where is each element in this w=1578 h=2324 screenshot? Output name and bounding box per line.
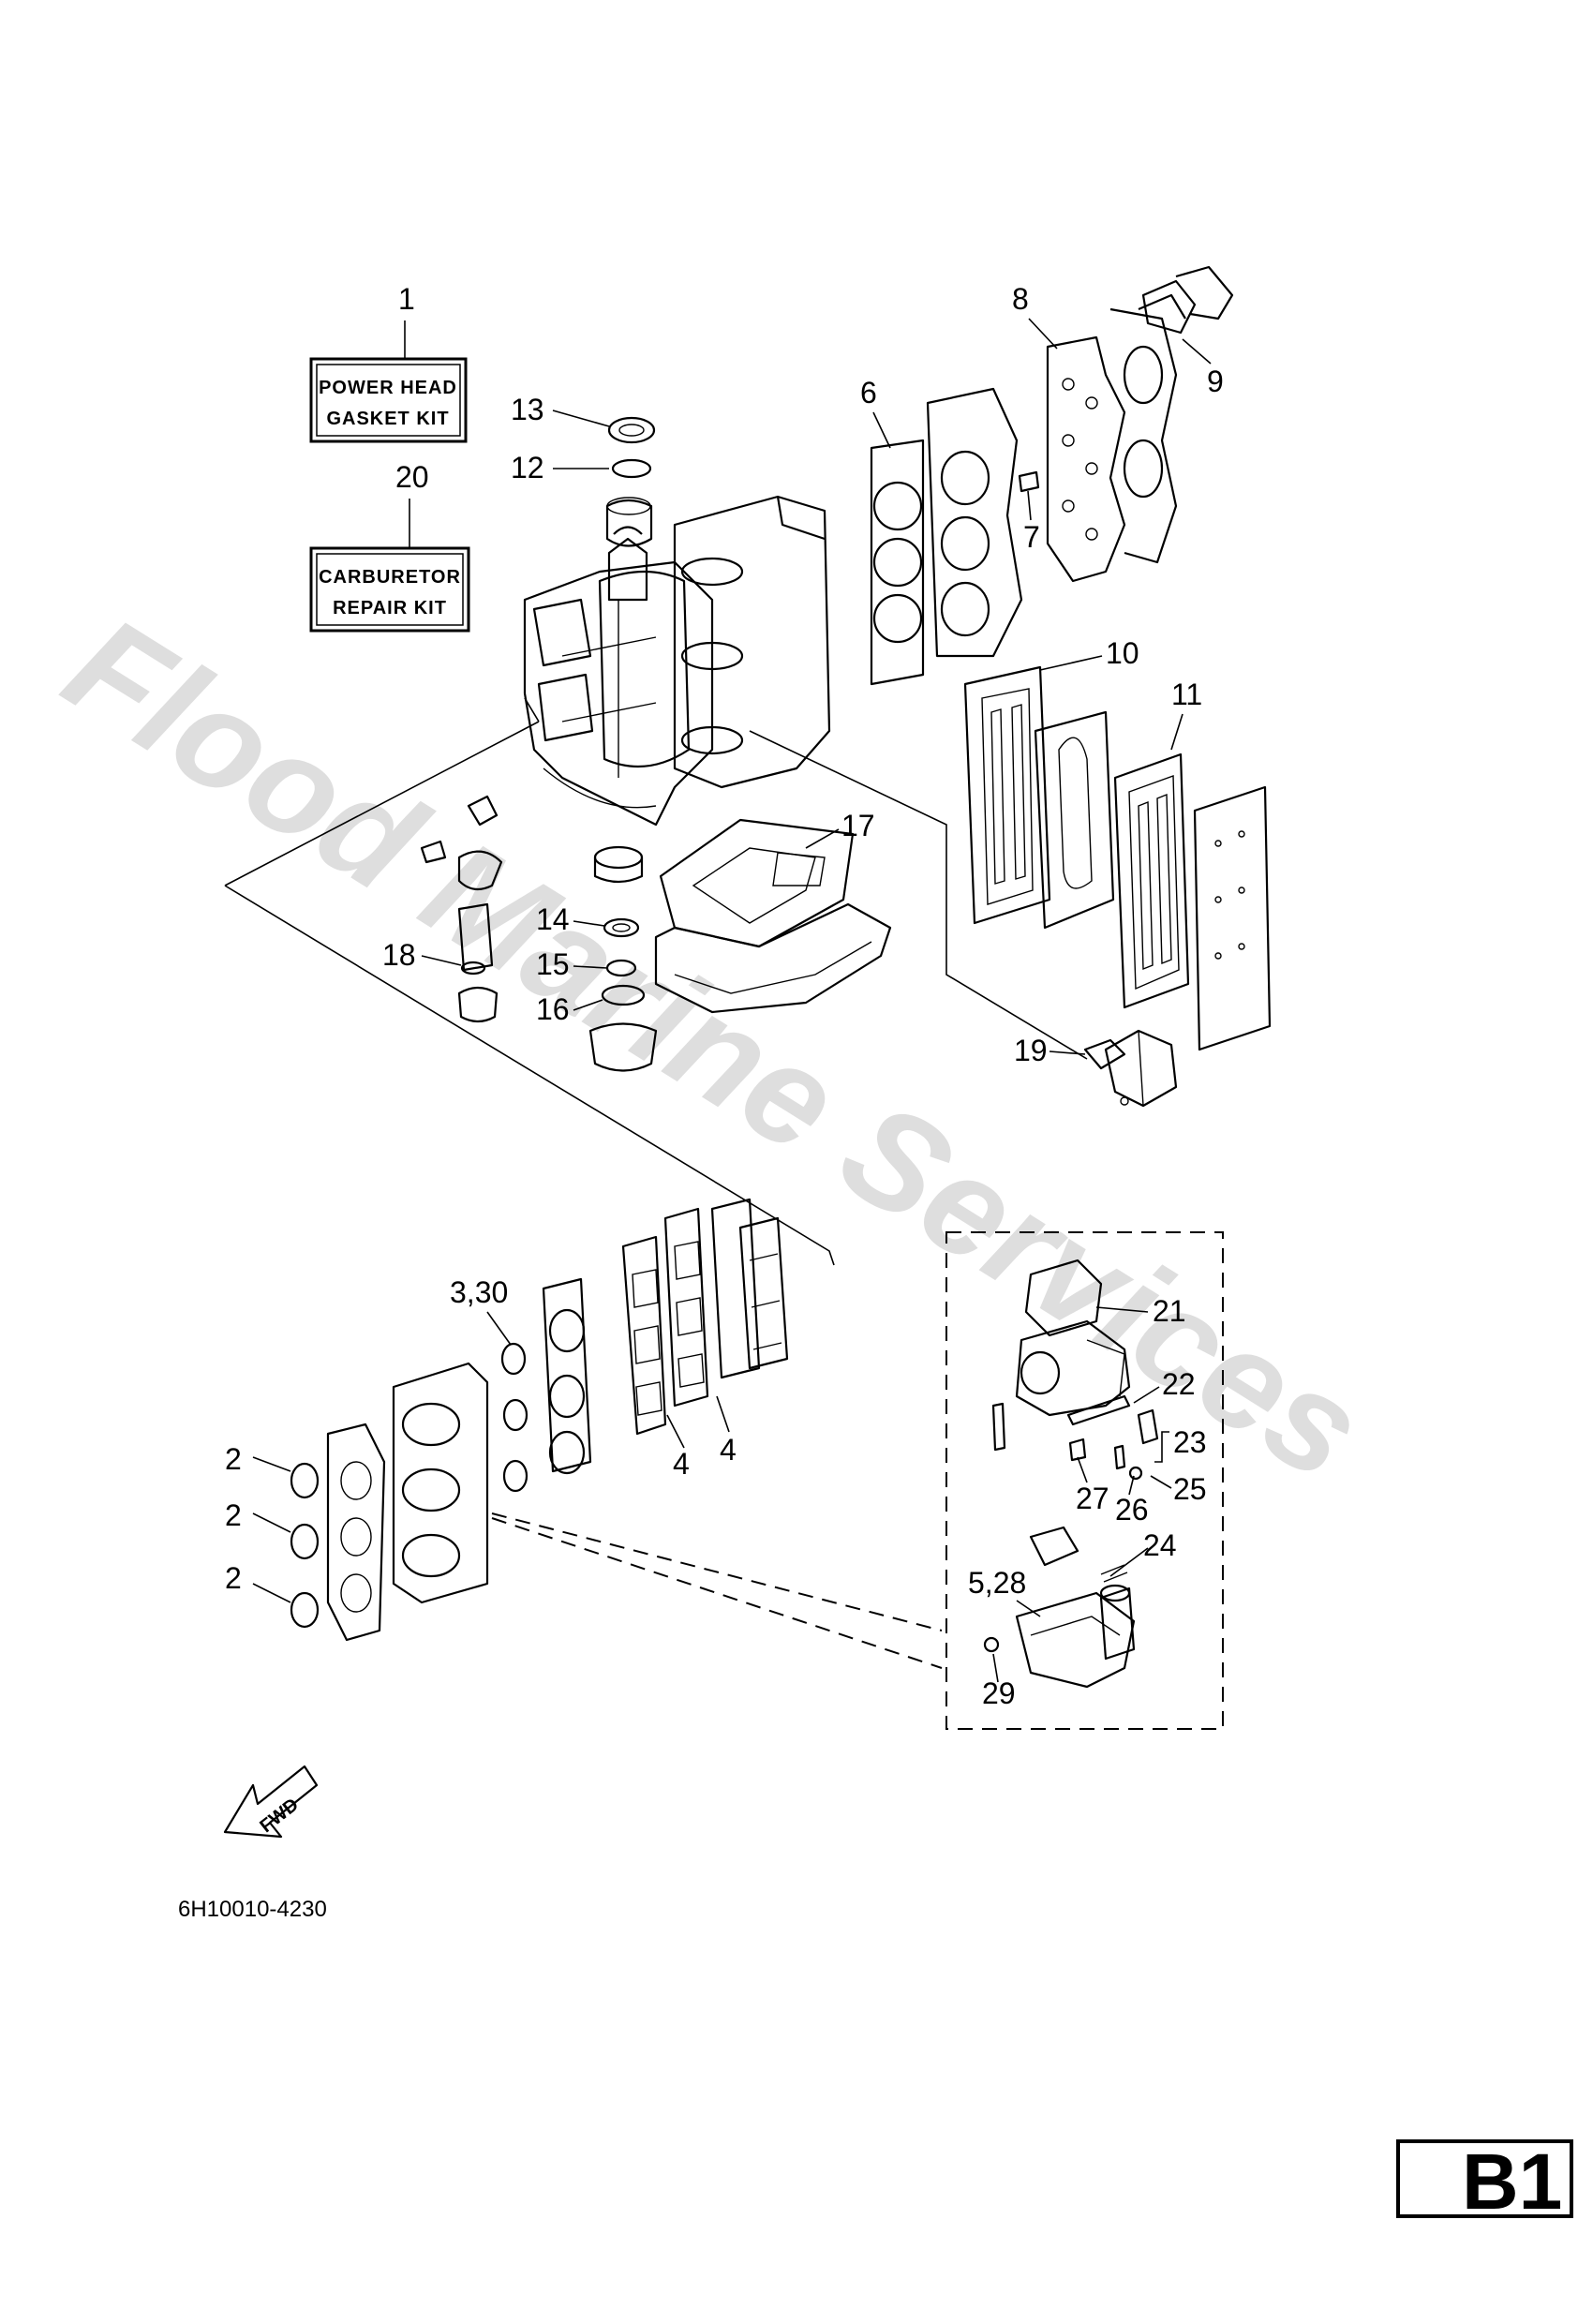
callout-12: 12 (511, 451, 544, 484)
callout-7: 7 (1023, 520, 1040, 554)
callout-23: 23 (1173, 1425, 1207, 1459)
callout-22: 22 (1162, 1367, 1196, 1401)
base-gasket-17: 17 (654, 809, 892, 1014)
kit-1-line2: GASKET KIT (326, 409, 449, 429)
callout-13: 13 (511, 393, 544, 426)
callout-17: 17 (841, 809, 875, 842)
exhaust-cover-parts: 10 11 (963, 636, 1272, 1051)
callout-11: 11 (1171, 678, 1202, 711)
callout-2c: 2 (225, 1561, 242, 1595)
callout-2b: 2 (225, 1498, 242, 1532)
callout-2a: 2 (225, 1442, 242, 1476)
forward-arrow-icon: FWD (223, 1765, 319, 1839)
intake-manifold-parts: 3,30 4 4 2 2 2 (225, 1198, 789, 1642)
callout-1: 1 (398, 282, 415, 316)
callout-9: 9 (1207, 365, 1224, 398)
callout-6: 6 (860, 376, 877, 410)
cylinder-block-illustration (523, 495, 831, 827)
cylinder-head-parts: 6 7 8 9 (860, 265, 1234, 686)
kit-power-head-gasket: 1 POWER HEAD GASKET KIT (309, 282, 468, 443)
assembly-frame-line (224, 697, 1088, 1266)
callout-16: 16 (536, 992, 570, 1026)
callout-4a: 4 (673, 1447, 690, 1481)
callout-14: 14 (536, 902, 570, 936)
callout-4b: 4 (720, 1433, 737, 1467)
callout-18: 18 (382, 938, 416, 972)
callout-29: 29 (982, 1676, 1016, 1710)
fuel-pump-19: 19 (1014, 1029, 1178, 1108)
page-tag-box (1396, 2139, 1573, 2218)
callout-20: 20 (395, 460, 429, 494)
callout-27: 27 (1076, 1482, 1109, 1515)
lower-seal-parts: 18 14 15 16 (382, 795, 658, 1072)
kit-20-line1: CARBURETOR (319, 567, 461, 588)
callout-26: 26 (1115, 1493, 1149, 1527)
callout-24: 24 (1143, 1528, 1177, 1562)
carburetor-detail-box: 21 22 23 25 26 27 24 5,28 29 (945, 1231, 1224, 1730)
callout-15: 15 (536, 947, 570, 981)
carburetor-dashed-leaders (491, 1512, 943, 1669)
kit-1-line1: POWER HEAD (319, 378, 457, 398)
kit-carburetor-repair: 20 CARBURETOR REPAIR KIT (309, 460, 470, 633)
kit-20-line2: REPAIR KIT (333, 598, 447, 618)
callout-10: 10 (1106, 636, 1139, 670)
watermark: Flood Marine Services (40, 586, 1389, 1510)
crank-top-seal-parts: 13 12 (511, 393, 656, 547)
callout-25: 25 (1173, 1472, 1207, 1506)
callout-21: 21 (1153, 1294, 1186, 1328)
page-tag: B1 (1462, 2138, 1562, 2226)
callout-3-30: 3,30 (450, 1275, 508, 1309)
callout-5-28: 5,28 (968, 1566, 1026, 1600)
diagram-code: 6H10010-4230 (178, 1897, 327, 1922)
callout-8: 8 (1012, 282, 1029, 316)
callout-19: 19 (1014, 1034, 1048, 1067)
